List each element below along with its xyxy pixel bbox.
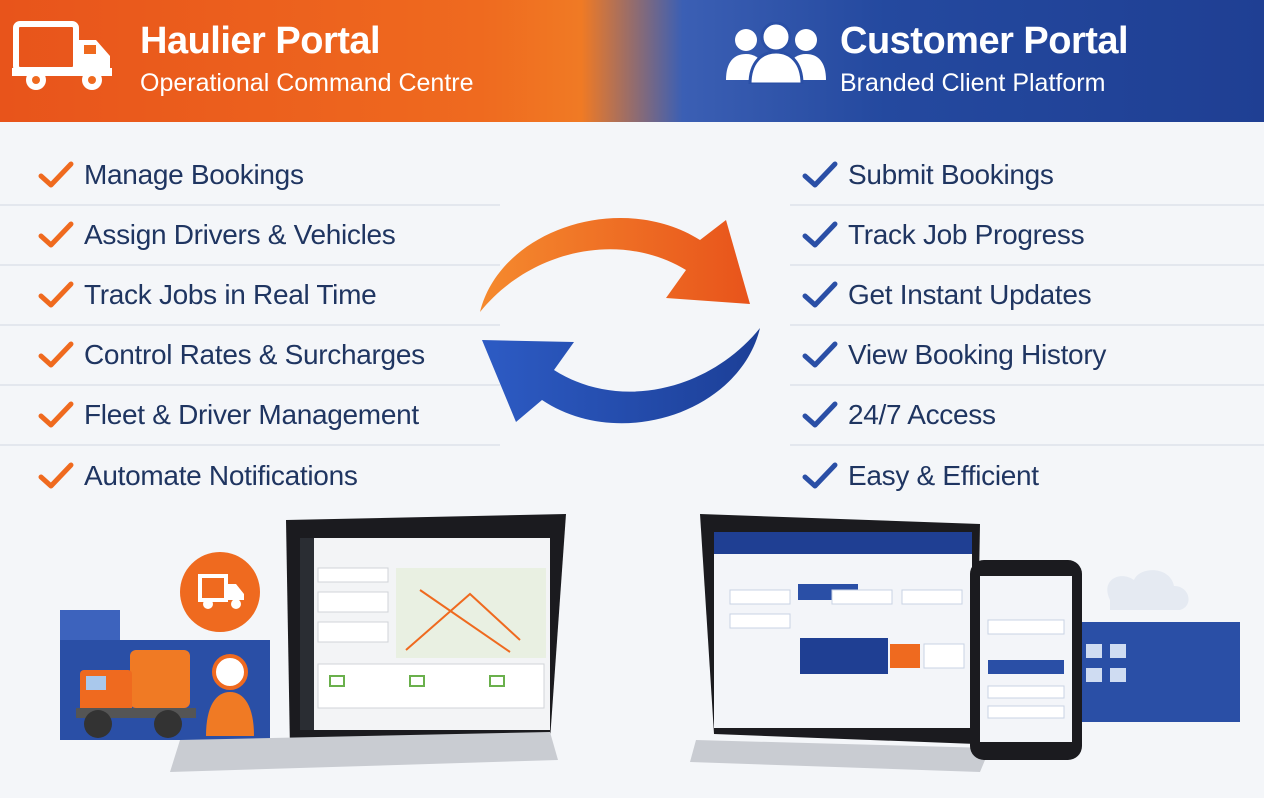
check-icon bbox=[38, 341, 74, 368]
check-icon bbox=[802, 161, 838, 188]
feature-label: Get Instant Updates bbox=[848, 279, 1092, 310]
check-icon bbox=[802, 462, 838, 489]
haulier-heading: Haulier Portal Operational Command Centr… bbox=[140, 18, 474, 100]
delivery-badge-icon bbox=[180, 552, 260, 632]
check-icon bbox=[38, 281, 74, 308]
list-item: Get Instant Updates bbox=[790, 266, 1264, 326]
feature-label: Control Rates & Surcharges bbox=[84, 339, 425, 370]
list-item: View Booking History bbox=[790, 326, 1264, 386]
customer-heading: Customer Portal Branded Client Platform bbox=[840, 18, 1129, 100]
haulier-feature-list: Manage Bookings Assign Drivers & Vehicle… bbox=[0, 146, 500, 506]
truck-body bbox=[130, 650, 190, 708]
list-item: Easy & Efficient bbox=[790, 446, 1264, 506]
users-icon bbox=[726, 22, 826, 84]
feature-label: Track Jobs in Real Time bbox=[84, 279, 377, 310]
list-item: Manage Bookings bbox=[0, 146, 500, 206]
blue-arrow bbox=[482, 328, 760, 424]
feature-label: View Booking History bbox=[848, 339, 1107, 370]
check-icon bbox=[802, 341, 838, 368]
list-item: Track Jobs in Real Time bbox=[0, 266, 500, 326]
list-item: Automate Notifications bbox=[0, 446, 500, 506]
feature-label: Track Job Progress bbox=[848, 219, 1085, 250]
haulier-subtitle: Operational Command Centre bbox=[140, 69, 474, 97]
haulier-title: Haulier Portal bbox=[140, 20, 381, 62]
check-icon bbox=[802, 221, 838, 248]
customer-illustration bbox=[690, 514, 1240, 772]
sync-arrows-icon bbox=[480, 218, 760, 424]
check-icon bbox=[802, 281, 838, 308]
feature-label: Assign Drivers & Vehicles bbox=[84, 219, 396, 250]
check-icon bbox=[38, 161, 74, 188]
driver-head bbox=[212, 654, 248, 690]
check-icon bbox=[38, 221, 74, 248]
driver-body bbox=[206, 692, 254, 736]
cloud-icon bbox=[1107, 570, 1189, 610]
feature-label: Automate Notifications bbox=[84, 460, 358, 491]
feature-label: Submit Bookings bbox=[848, 159, 1054, 190]
orange-arrow bbox=[480, 218, 750, 312]
list-item: 24/7 Access bbox=[790, 386, 1264, 446]
feature-label: Manage Bookings bbox=[84, 159, 304, 190]
check-icon bbox=[802, 401, 838, 428]
feature-label: Fleet & Driver Management bbox=[84, 399, 419, 430]
customer-subtitle: Branded Client Platform bbox=[840, 69, 1106, 97]
list-item: Control Rates & Surcharges bbox=[0, 326, 500, 386]
truck-icon bbox=[12, 21, 112, 90]
check-icon bbox=[38, 401, 74, 428]
customer-title: Customer Portal bbox=[840, 20, 1129, 62]
header-banner: Haulier Portal Operational Command Centr… bbox=[0, 0, 1264, 122]
list-item: Fleet & Driver Management bbox=[0, 386, 500, 446]
check-icon bbox=[38, 462, 74, 489]
list-item: Track Job Progress bbox=[790, 206, 1264, 266]
list-item: Submit Bookings bbox=[790, 146, 1264, 206]
customer-feature-list: Submit Bookings Track Job Progress Get I… bbox=[790, 146, 1264, 506]
list-item: Assign Drivers & Vehicles bbox=[0, 206, 500, 266]
feature-label: Easy & Efficient bbox=[848, 460, 1039, 491]
feature-label: 24/7 Access bbox=[848, 399, 996, 430]
haulier-illustration bbox=[60, 514, 566, 772]
